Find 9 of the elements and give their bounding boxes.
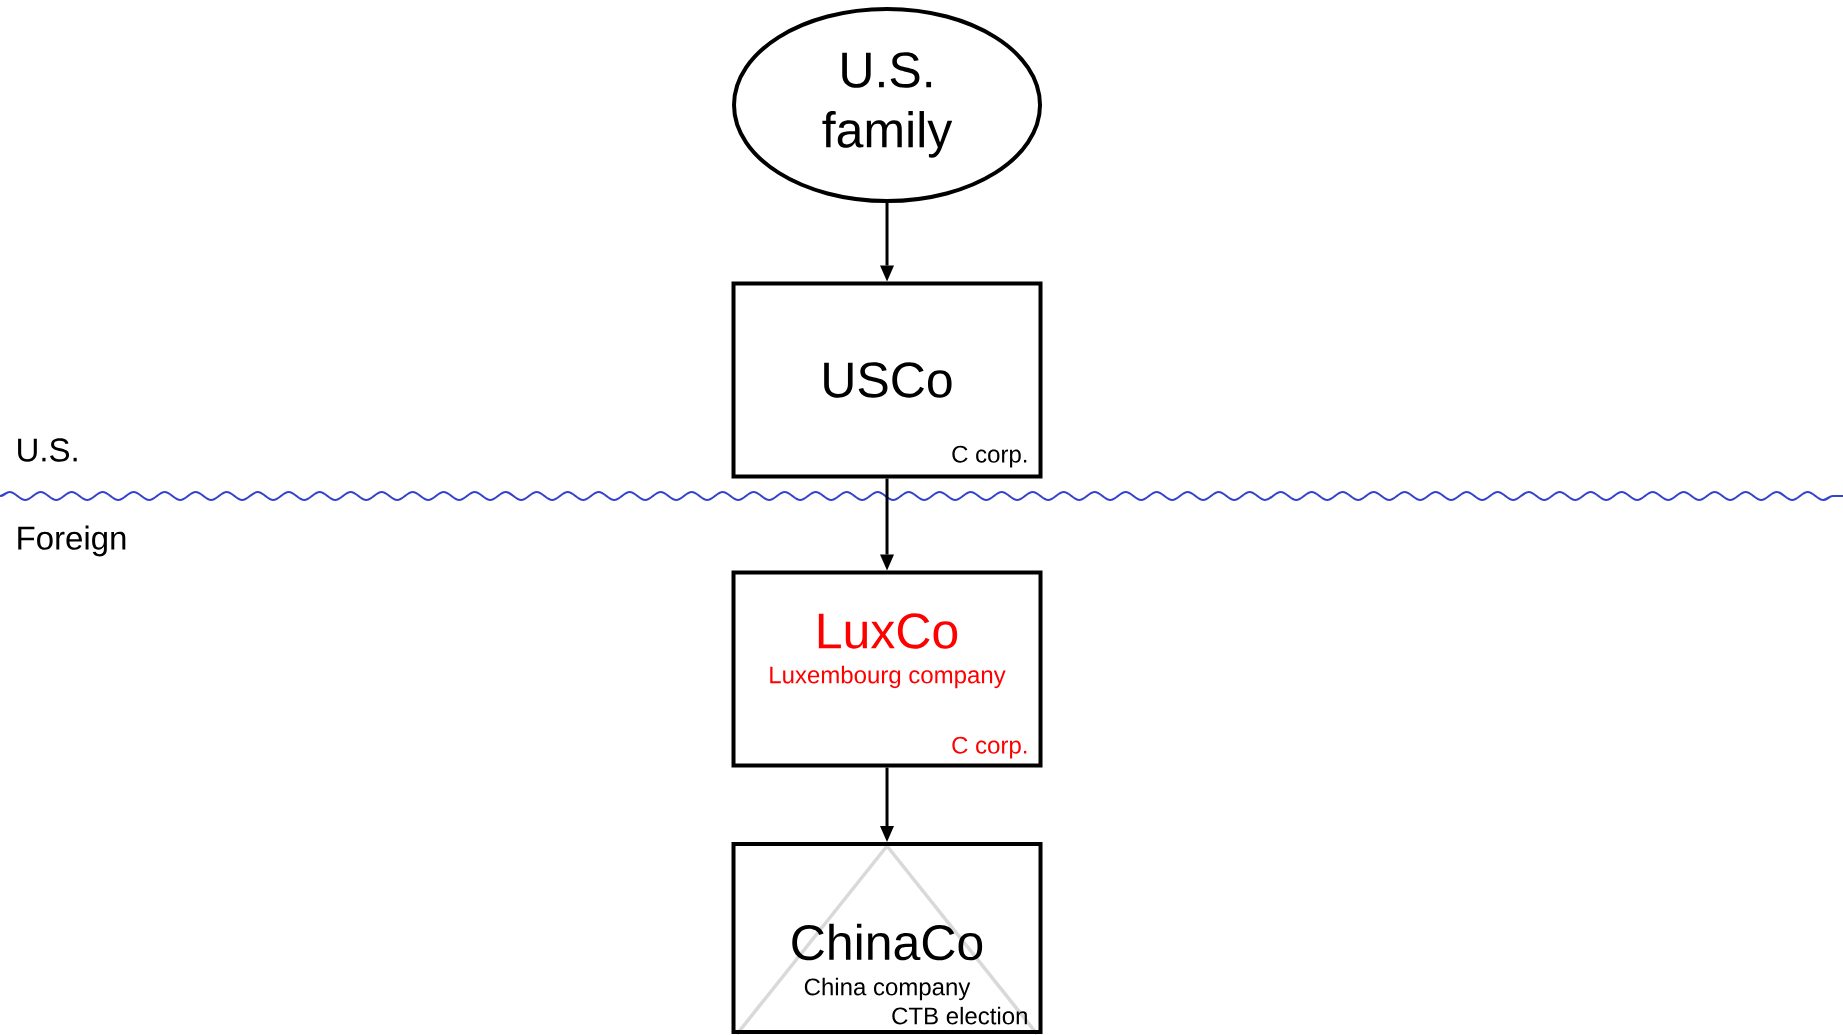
oval-node: U.S. family: [732, 7, 1042, 203]
entity-box: ChinaCo China company CTB election: [731, 842, 1043, 1035]
region-label: Foreign: [18, 525, 126, 557]
arrow: [880, 478, 894, 571]
entity-box: USCo C corp.: [731, 281, 1043, 479]
entity-box: LuxCo Luxembourg company C corp.: [731, 570, 1043, 768]
region-label: U.S.: [18, 438, 77, 462]
arrow: [880, 203, 894, 282]
arrow: [880, 767, 894, 842]
